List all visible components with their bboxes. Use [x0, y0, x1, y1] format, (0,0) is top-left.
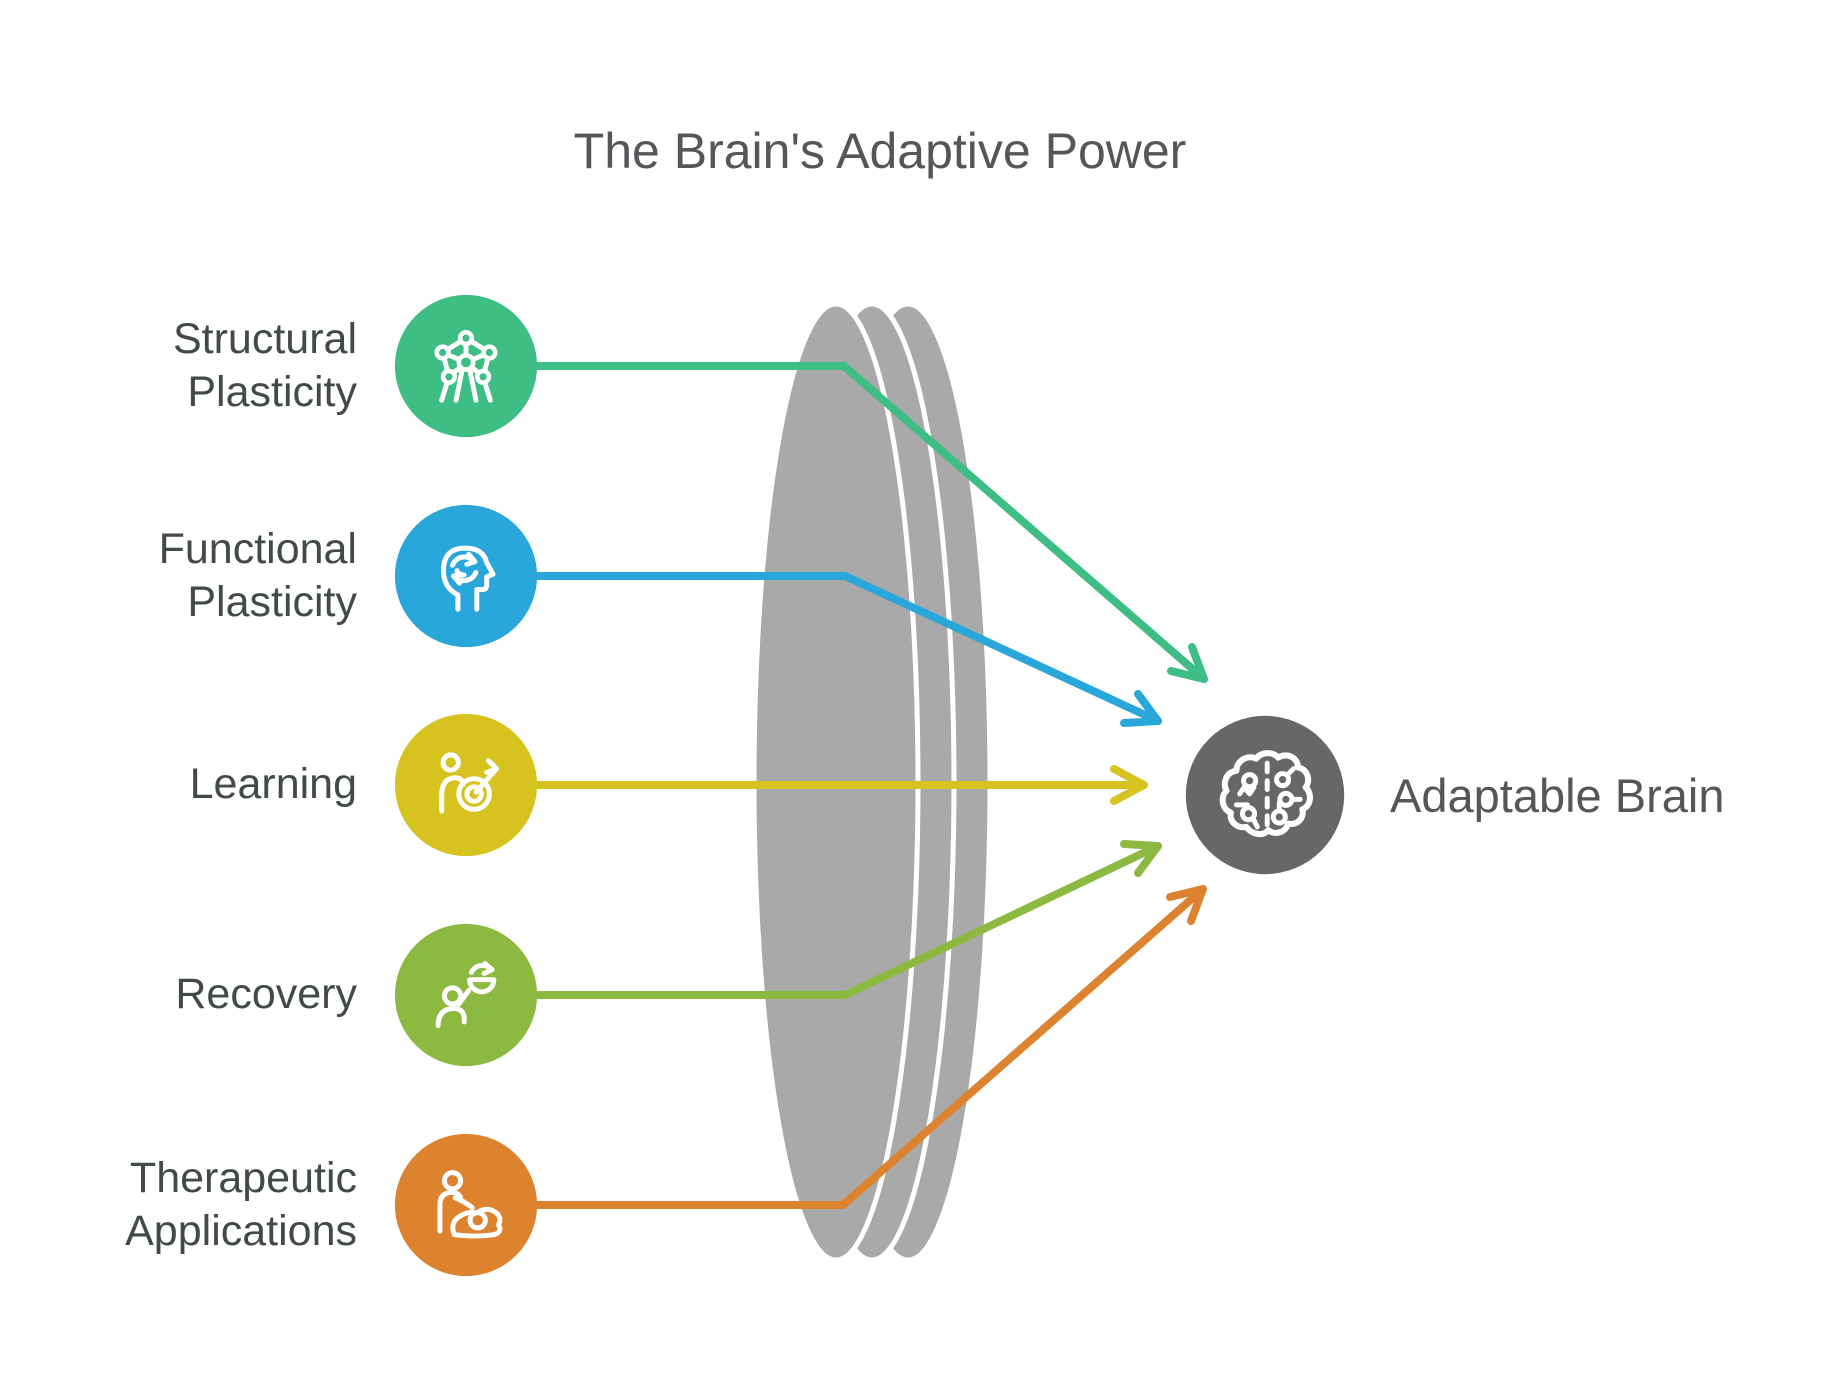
arrow-recovery: [533, 840, 1162, 999]
arrowhead: [1166, 885, 1207, 925]
item-label-functional-plasticity: Functional Plasticity: [158, 525, 357, 626]
arrow-shaft: [533, 572, 1162, 725]
diagram-title: The Brain's Adaptive Power: [573, 123, 1187, 179]
arrowhead: [1120, 690, 1162, 727]
network-nodes-icon: [434, 330, 498, 403]
item-badge-structural-plasticity: [394, 294, 538, 438]
item-badge-therapeutic-applications: [394, 1133, 538, 1277]
arrow-therapeutic-applications: [533, 885, 1207, 1209]
person-target-icon: [439, 752, 500, 814]
arrow-shaft: [533, 842, 1162, 999]
arrow-shaft: [533, 362, 1208, 683]
arrow-learning: [533, 765, 1148, 805]
center-label-adaptable-brain: Adaptable Brain: [1390, 769, 1725, 822]
head-refresh-icon: [441, 545, 496, 612]
item-badge-learning: [394, 713, 538, 857]
brain-circuit-icon: [1219, 750, 1313, 838]
center-node-adaptable-brain: [1185, 715, 1345, 875]
item-label-structural-plasticity: Structural Plasticity: [172, 315, 357, 416]
badge-circle: [394, 713, 538, 857]
arrow-functional-plasticity: [533, 572, 1162, 727]
arrowhead: [1167, 643, 1208, 683]
arrowhead: [1120, 840, 1162, 877]
arrow-structural-plasticity: [533, 362, 1208, 683]
center-circle: [1185, 715, 1345, 875]
arrowhead: [1110, 765, 1148, 805]
item-badge-recovery: [394, 923, 538, 1067]
arrow-shaft: [533, 885, 1207, 1209]
item-label-learning: Learning: [189, 760, 357, 808]
item-label-recovery: Recovery: [175, 970, 357, 1018]
person-recovery-icon: [435, 961, 497, 1029]
item-badge-functional-plasticity: [394, 504, 538, 648]
caregiver-patient-icon: [437, 1170, 503, 1239]
item-label-therapeutic-applications: Therapeutic Applications: [125, 1154, 357, 1255]
